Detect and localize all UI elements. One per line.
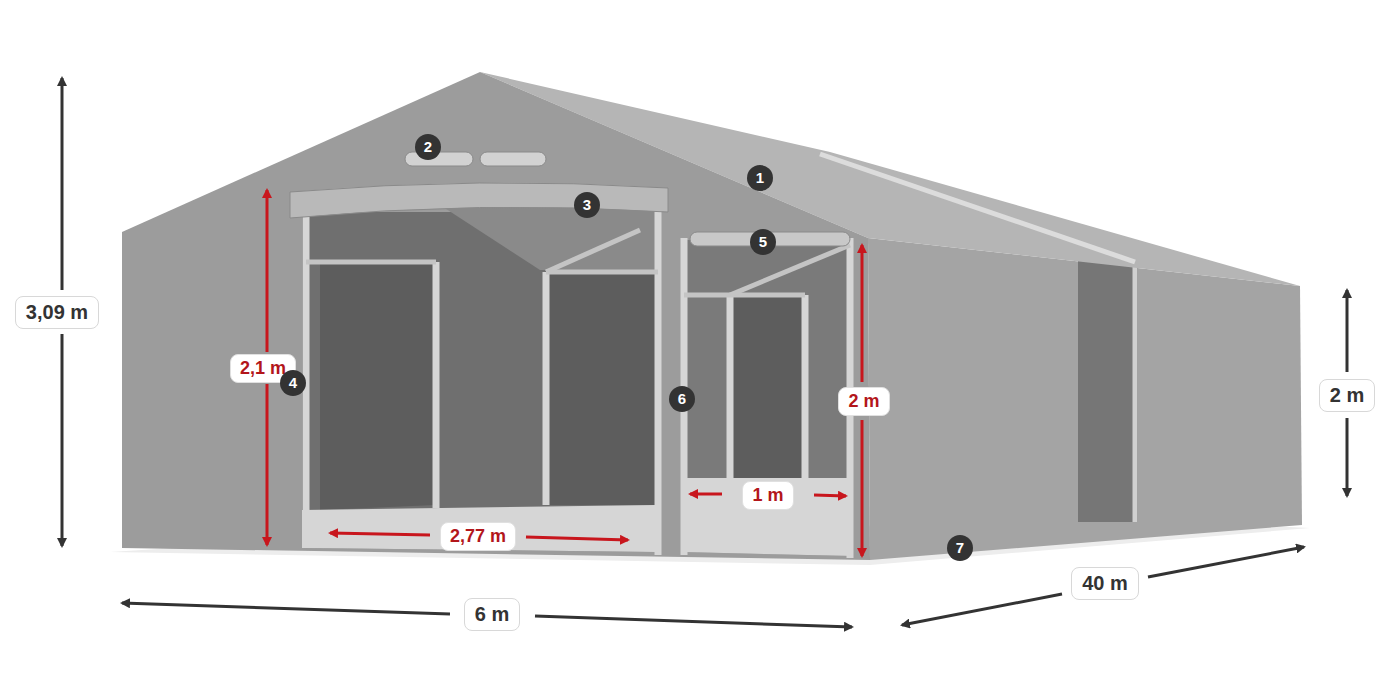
dimension-label: 3,09 m bbox=[15, 296, 99, 329]
callout-number: 2 bbox=[415, 134, 441, 160]
dimension-label: 2 m bbox=[838, 387, 889, 416]
callout-number: 5 bbox=[750, 229, 776, 255]
dimension-label: 40 m bbox=[1071, 567, 1139, 600]
callout-number: 7 bbox=[947, 535, 973, 561]
dimension-label: 6 m bbox=[464, 598, 520, 631]
callout-number: 6 bbox=[669, 386, 695, 412]
callout-number: 3 bbox=[574, 192, 600, 218]
dimension-label: 1 m bbox=[742, 481, 793, 510]
dimension-label: 2 m bbox=[1319, 379, 1375, 412]
callout-number: 1 bbox=[747, 165, 773, 191]
dimension-label: 2,77 m bbox=[440, 522, 516, 551]
callout-number: 4 bbox=[280, 370, 306, 396]
